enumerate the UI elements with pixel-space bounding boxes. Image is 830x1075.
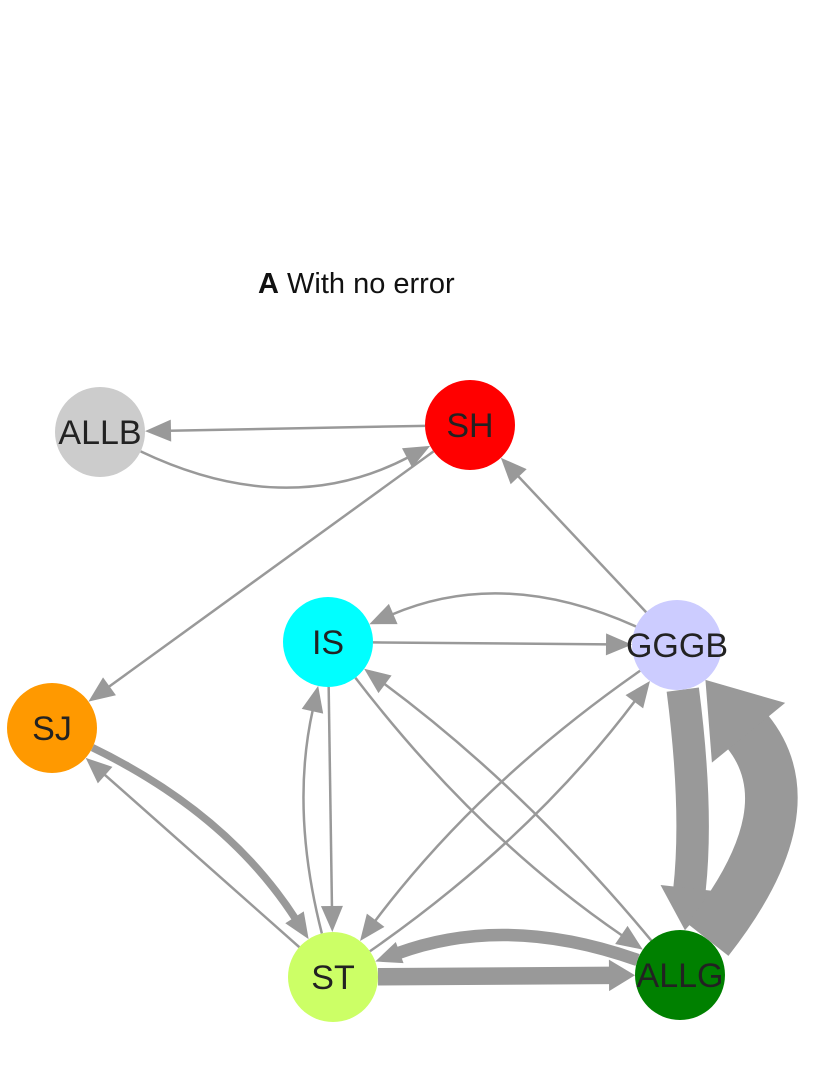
edge-allg-to-is [364,668,653,942]
edge-sh-to-sj [88,450,435,702]
edge-st-to-gggb [369,680,650,953]
edge-line [666,687,709,893]
edge-gggb-to-is [369,592,637,628]
edge-arrowhead [608,959,636,992]
node-allg: ALLG [635,930,725,1020]
node-circle [425,380,515,470]
node-circle [635,930,725,1020]
node-is: IS [283,597,373,687]
edge-allg-to-st [375,928,640,966]
edge-arrowhead [615,925,643,950]
node-label: SJ [32,710,72,748]
edge-arrowhead [402,445,431,468]
node-gggb: GGGB [626,600,728,690]
edge-arrowhead [625,680,650,709]
edge-arrowhead [144,419,172,442]
edge-st-to-allg [377,959,636,992]
edge-sj-to-st [90,744,309,940]
edge-line [373,669,641,923]
edge-is-to-gggb [372,633,633,656]
edge-line [372,641,609,646]
edge-gggb-to-st [360,669,641,942]
edge-allb-to-sh [140,445,431,489]
edge-allg-to-gggb [687,679,798,956]
edge-arrowhead [605,633,633,656]
panel-title: A With no error [258,268,455,301]
node-sh: SH [425,380,515,470]
edge-arrowhead [500,457,527,485]
edge-arrowhead [364,668,392,694]
edge-line [102,772,301,949]
edges-layer [85,419,798,992]
node-circle [288,932,378,1022]
nodes-layer: ALLB SH IS GGGB SJ ST ALLG [7,380,728,1022]
edge-arrowhead [285,911,309,940]
edge-line [354,676,624,938]
edge-line [516,474,648,614]
node-circle [7,683,97,773]
edge-arrowhead [660,885,719,931]
node-label: ST [311,959,354,997]
edge-line [168,424,426,432]
edge-is-to-allg [354,676,643,950]
edge-line [90,744,299,922]
edge-arrowhead [85,757,113,784]
edge-line [395,928,640,966]
node-sj: SJ [7,683,97,773]
edge-arrowhead [705,679,786,763]
edge-gggb-to-sh [500,457,648,614]
node-label: GGGB [626,627,728,665]
edge-line [369,699,637,953]
edge-is-to-st [320,686,343,933]
edge-line [390,592,637,628]
edge-line [302,709,324,934]
edge-line [382,682,653,942]
node-label: ALLB [58,414,141,452]
edge-arrowhead [88,677,116,702]
panel-letter: A [258,268,279,300]
edge-line [687,714,798,956]
node-circle [283,597,373,687]
edge-arrowhead [320,905,343,933]
edge-arrowhead [360,913,385,942]
edge-arrowhead [375,942,404,964]
edge-st-to-sj [85,757,301,949]
node-label: ALLG [637,957,724,995]
edge-line [377,966,612,986]
panel-title-text: With no error [287,268,455,300]
edge-gggb-to-allg [660,687,719,931]
node-label: IS [312,624,344,662]
edge-arrowhead [301,685,324,714]
node-label: SH [446,407,493,445]
node-st: ST [288,932,378,1022]
edge-line [140,450,410,489]
edge-st-to-is [301,685,324,934]
node-allb: ALLB [55,387,145,477]
edge-sh-to-allb [144,419,426,442]
edge-line [107,450,435,689]
edge-arrowhead [369,603,398,625]
node-circle [55,387,145,477]
edge-line [327,686,334,909]
node-circle [632,600,722,690]
